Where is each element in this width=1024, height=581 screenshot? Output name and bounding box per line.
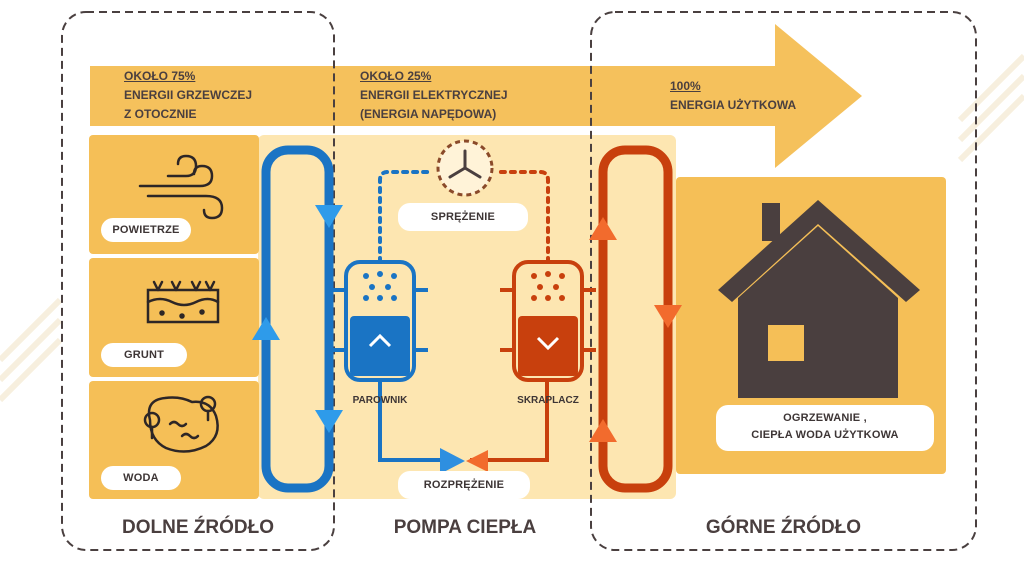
house-label-line1: OGRZEWANIE , xyxy=(783,412,867,424)
expansion-arrow-red xyxy=(466,450,488,472)
lower-energy-header: OKOŁO 75% ENERGII GRZEWCZEJ Z OTOCZNIE xyxy=(124,67,252,124)
lower-energy-line1: ENERGII GRZEWCZEJ xyxy=(124,88,253,102)
house-label: OGRZEWANIE , CIEPŁA WODA UŻYTKOWA xyxy=(716,405,934,451)
upper-energy-percent: 100% xyxy=(670,79,701,93)
upper-energy-header: 100% ENERGIA UŻYTKOWA xyxy=(670,77,796,115)
energy-arrow xyxy=(90,24,862,168)
soil-icon xyxy=(146,280,220,324)
expansion-label: ROZPRĘŻENIE xyxy=(398,471,530,499)
evaporator-outlet-pipe xyxy=(378,380,455,462)
lower-source-title: DOLNE ŹRÓDŁO xyxy=(122,517,274,538)
house-icon xyxy=(718,200,920,398)
lower-energy-line2: Z OTOCZNIE xyxy=(124,107,197,121)
fan-icon xyxy=(448,149,482,179)
blue-arrow-down-1 xyxy=(315,205,343,228)
condenser-label: SKRAPLACZ xyxy=(517,395,579,406)
evaporator-icon xyxy=(330,260,428,382)
compressor-line-red xyxy=(495,170,550,264)
middle-energy-percent: OKOŁO 25% xyxy=(360,69,432,83)
upper-source-outline xyxy=(590,11,977,551)
middle-energy-header: OKOŁO 25% ENERGII ELEKTRYCZNEJ (ENERGIA … xyxy=(360,67,508,124)
blue-arrow-up xyxy=(252,317,280,340)
pond-icon xyxy=(143,395,219,453)
evaporator-label: PAROWNIK xyxy=(352,395,408,406)
compressor-line-blue xyxy=(378,170,434,264)
middle-energy-line2: (ENERGIA NAPĘDOWA) xyxy=(360,107,497,121)
source-label-air: POWIETRZE xyxy=(101,218,191,242)
condenser-outlet-pipe xyxy=(470,380,549,462)
red-arrow-up-1 xyxy=(589,217,617,240)
red-arrow-up-2 xyxy=(589,419,617,442)
upper-energy-line1: ENERGIA UŻYTKOWA xyxy=(670,98,797,112)
middle-energy-line1: ENERGII ELEKTRYCZNEJ xyxy=(360,88,508,102)
lower-source-outline xyxy=(61,11,335,551)
lower-energy-percent: OKOŁO 75% xyxy=(124,69,196,83)
condenser-icon xyxy=(500,260,596,382)
expansion-arrow-blue xyxy=(440,448,465,474)
source-label-ground: GRUNT xyxy=(101,343,187,367)
compression-label: SPRĘŻENIE xyxy=(398,203,528,231)
decor-stripes xyxy=(0,53,1024,403)
heat-pump-panel xyxy=(258,135,676,499)
upper-source-title: GÓRNE ŹRÓDŁO xyxy=(705,517,862,538)
house-label-line2: CIEPŁA WODA UŻYTKOWA xyxy=(751,429,899,441)
source-label-water: WODA xyxy=(101,466,181,490)
wind-icon xyxy=(138,154,224,220)
red-arrow-down xyxy=(654,305,682,328)
heat-pump-title: POMPA CIEPŁA xyxy=(393,517,537,538)
blue-arrow-down-2 xyxy=(315,410,343,433)
